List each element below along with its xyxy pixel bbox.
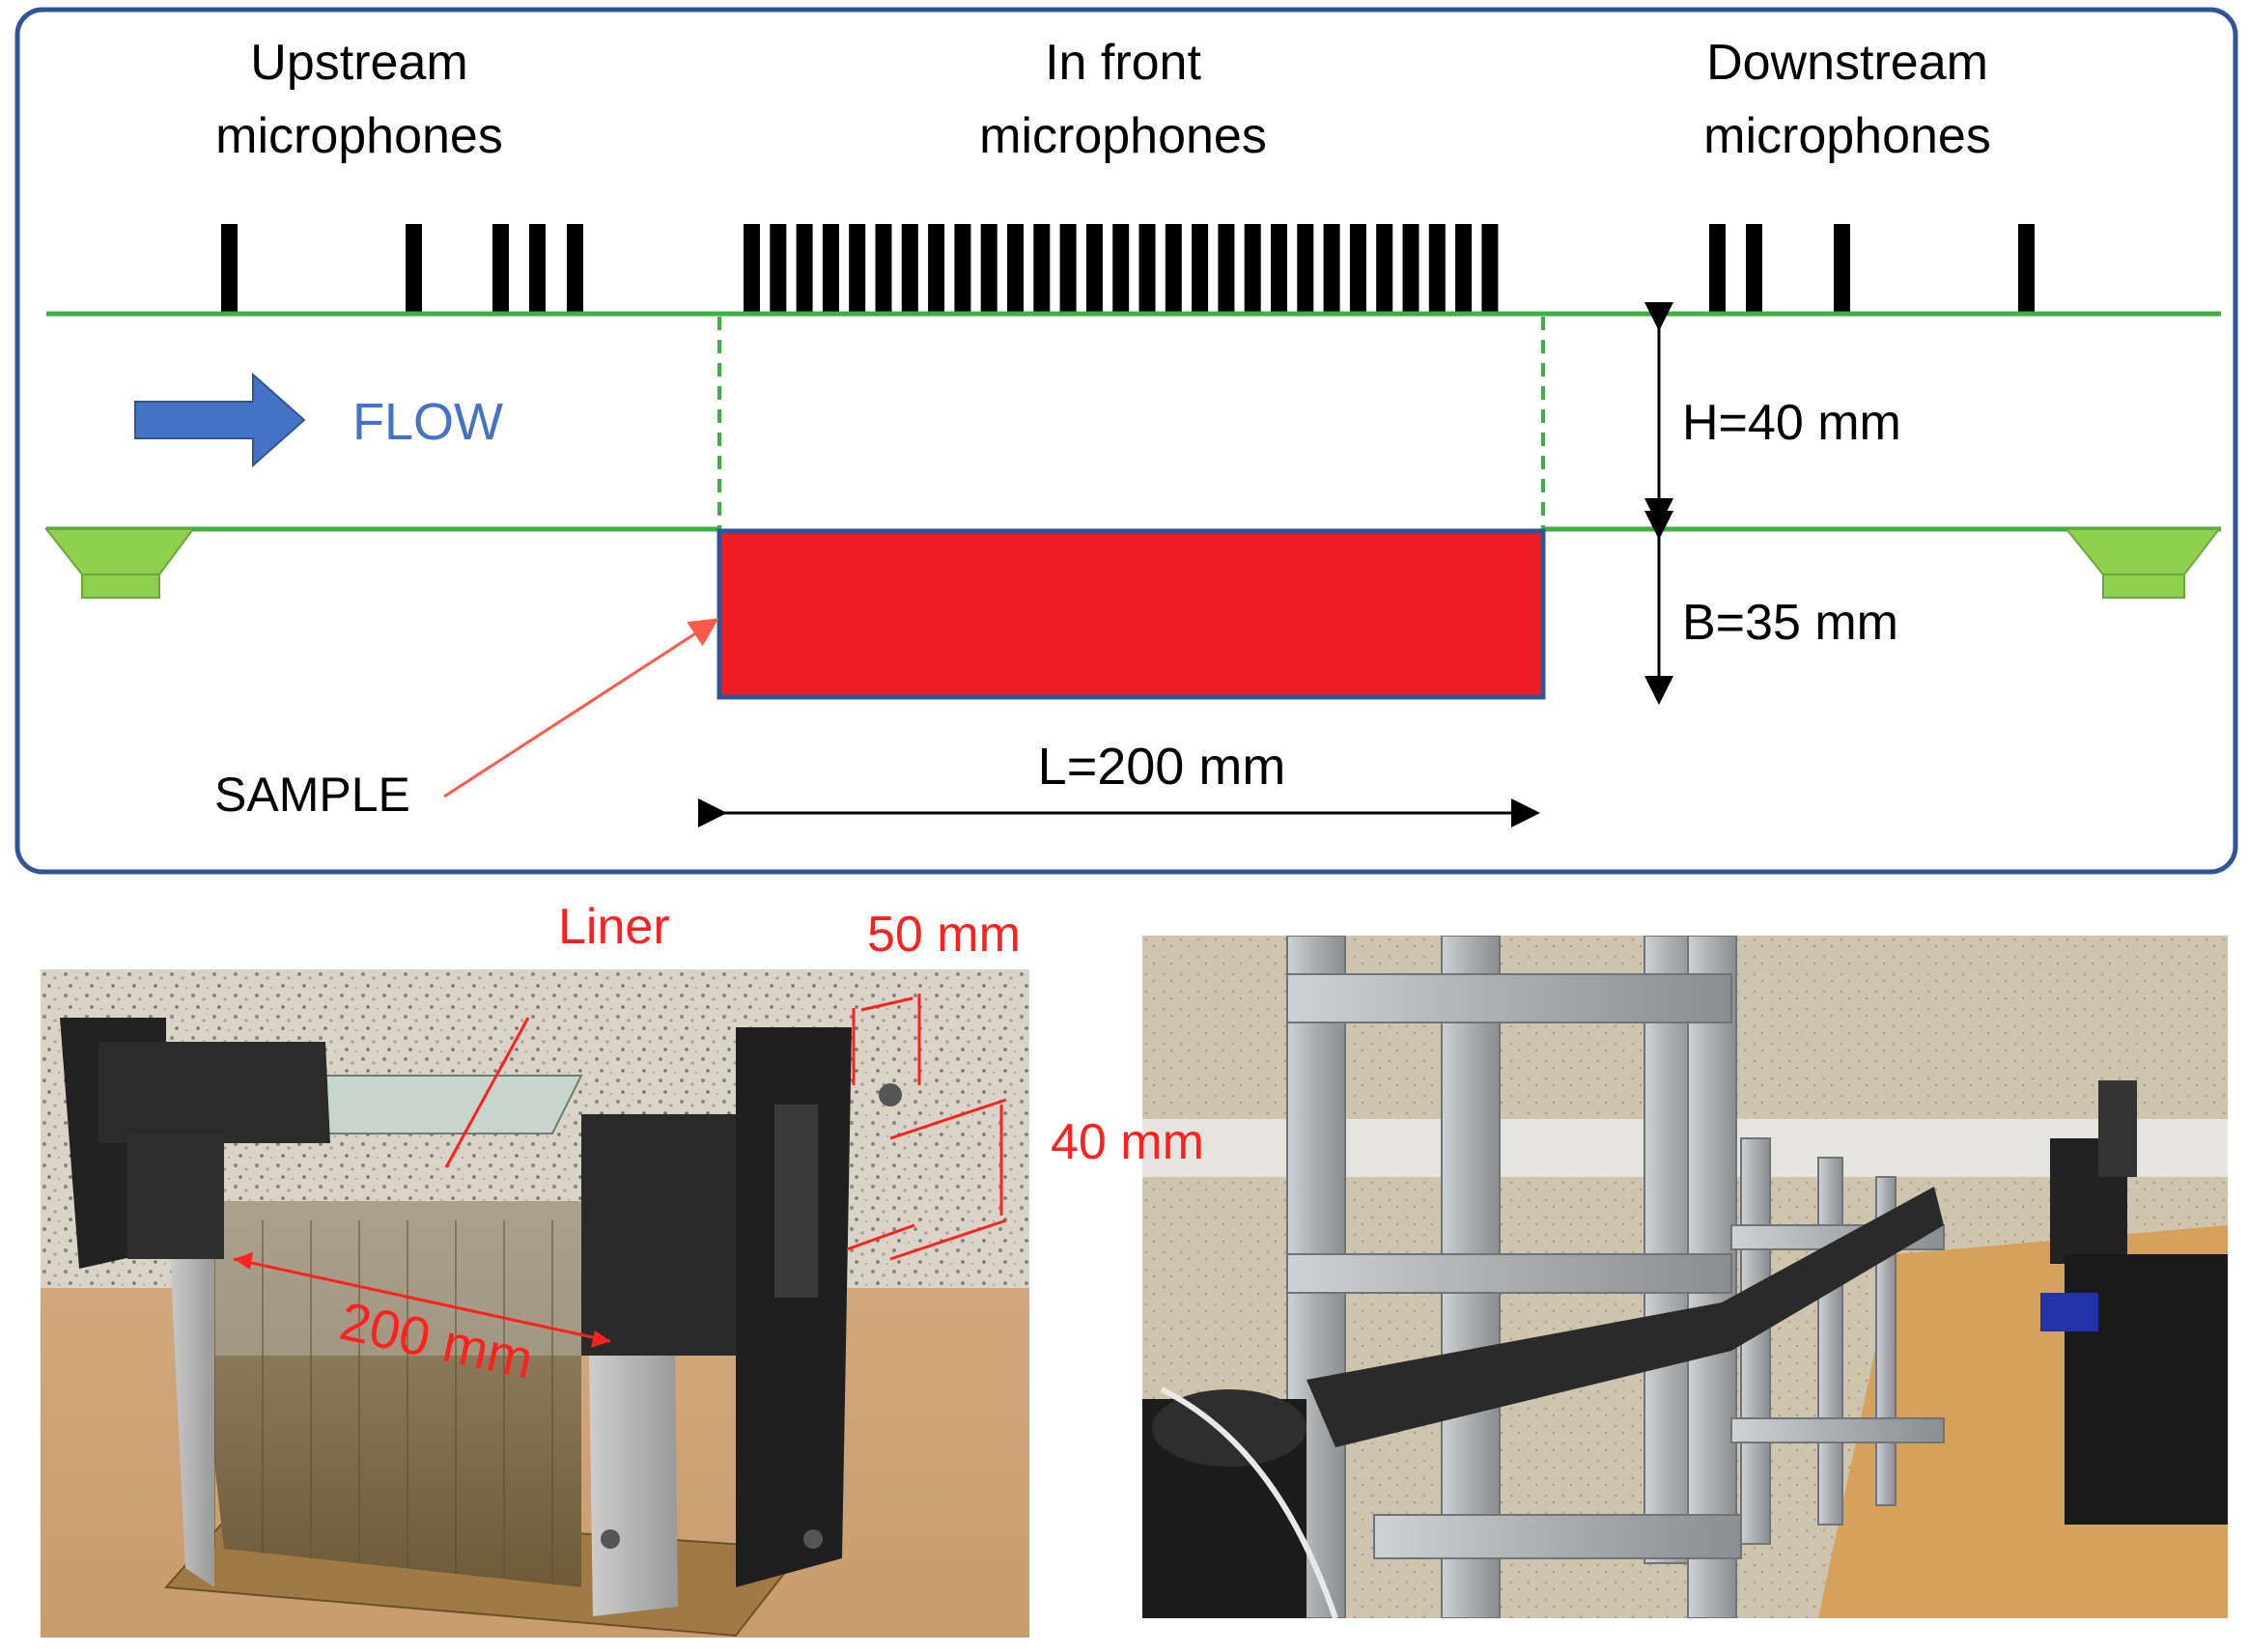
liner-label: Liner <box>558 899 670 955</box>
in-front-microphone <box>928 224 945 313</box>
liner-pointer <box>444 1017 530 1168</box>
length-label: L=200 mm <box>1038 738 1286 796</box>
in-front-label: In front <box>1045 35 1201 91</box>
height-label-photo: 40 mm <box>1051 1114 1204 1170</box>
in-front-microphone <box>901 224 918 313</box>
upstream-label-2: microphones <box>215 108 503 164</box>
in-front-microphone <box>1428 224 1446 313</box>
in-front-microphone <box>849 224 866 313</box>
speaker-right <box>2064 528 2222 599</box>
in-front-microphone <box>1402 224 1419 313</box>
upstream-microphone <box>567 224 583 313</box>
sample-label: SAMPLE <box>214 768 410 822</box>
in-front-microphone <box>1271 224 1287 313</box>
in-front-microphone <box>1349 224 1366 313</box>
in-front-microphone <box>822 224 839 313</box>
upstream-microphone <box>529 224 546 313</box>
width-label: 50 mm <box>867 907 1021 963</box>
width-annotation-arrow <box>860 996 913 1012</box>
upstream-microphone <box>492 224 509 313</box>
upstream-microphone <box>406 224 422 313</box>
duct-schematic: Upstream microphones In front microphone… <box>14 7 2238 875</box>
height-label: H=40 mm <box>1682 395 1901 451</box>
in-front-microphone <box>1297 224 1314 313</box>
in-front-microphone <box>1376 224 1393 313</box>
downstream-microphone <box>1746 224 1762 313</box>
downstream-microphone <box>1709 224 1726 313</box>
in-front-microphone <box>1218 224 1235 313</box>
upstream-label: Upstream <box>250 35 467 91</box>
in-front-microphone <box>1165 224 1182 313</box>
in-front-microphone <box>744 224 760 313</box>
sample-pointer <box>443 618 719 798</box>
in-front-microphone <box>1455 224 1473 313</box>
in-front-microphone <box>1112 224 1130 313</box>
liner-sample-photo <box>41 969 1029 1638</box>
in-front-microphone <box>1059 224 1077 313</box>
in-front-microphone <box>1085 224 1103 313</box>
test-rig-photo <box>1142 936 2228 1618</box>
sample-block <box>717 528 1546 700</box>
in-front-microphone <box>1033 224 1051 313</box>
in-front-microphone <box>1481 224 1499 313</box>
microphone-array <box>221 224 2035 313</box>
downstream-label-2: microphones <box>1703 108 1991 164</box>
in-front-microphone <box>875 224 892 313</box>
in-front-label-2: microphones <box>979 108 1267 164</box>
length-annotation-arrow <box>233 1257 611 1343</box>
in-front-microphone <box>1192 224 1209 313</box>
downstream-microphone <box>2018 224 2035 313</box>
in-front-microphone <box>1244 224 1261 313</box>
in-front-microphone <box>796 224 813 313</box>
downstream-label: Downstream <box>1706 35 1988 91</box>
in-front-microphone <box>1007 224 1024 313</box>
downstream-microphone <box>1834 224 1850 313</box>
in-front-microphone <box>980 224 998 313</box>
speaker-left <box>43 528 195 599</box>
flow-label: FLOW <box>352 393 503 451</box>
in-front-microphone <box>1323 224 1340 313</box>
in-front-microphone <box>770 224 787 313</box>
backing-label: B=35 mm <box>1682 595 1898 651</box>
in-front-microphone <box>954 224 971 313</box>
flow-arrow-icon <box>134 372 306 468</box>
in-front-microphone <box>1138 224 1156 313</box>
upstream-microphone <box>221 224 238 313</box>
